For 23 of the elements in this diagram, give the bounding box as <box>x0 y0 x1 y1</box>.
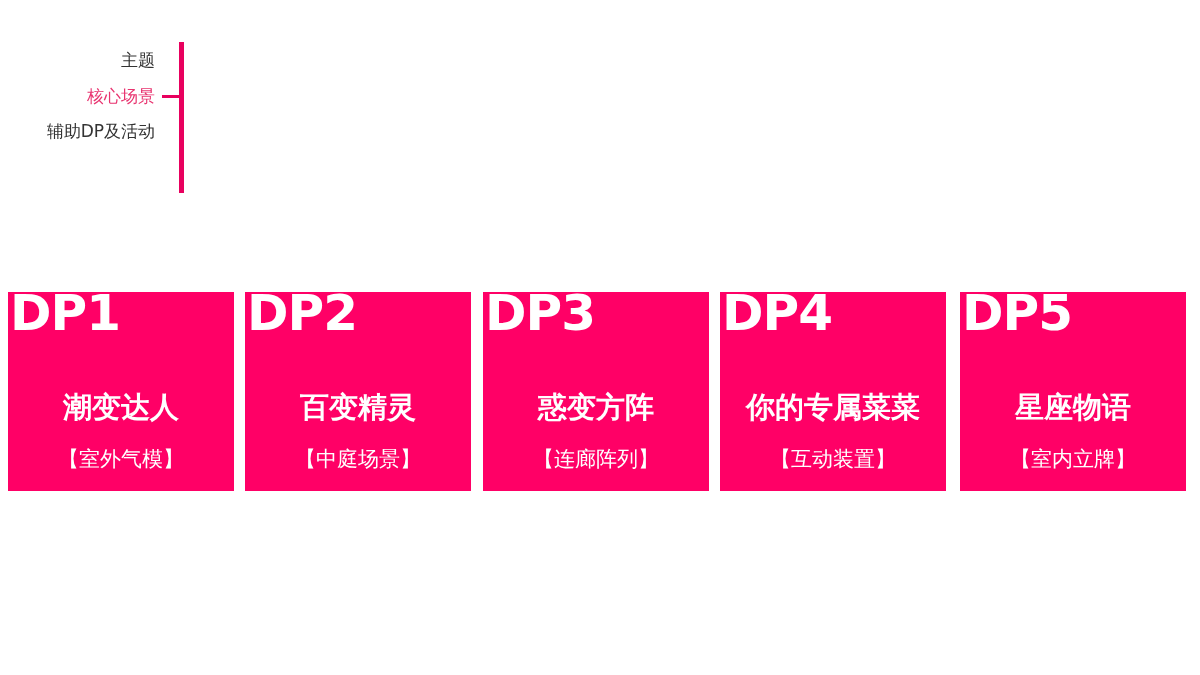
dp-number: DP4 <box>722 288 832 338</box>
dp-number: DP3 <box>485 288 595 338</box>
card-subtitle: 【室内立牌】 <box>1009 446 1137 472</box>
dp-number: DP5 <box>962 288 1072 338</box>
card-title: 百变精灵 <box>299 390 417 424</box>
card-background <box>960 292 1186 491</box>
menu-item: 辅助DP及活动 <box>46 121 155 141</box>
card-title: 潮变达人 <box>62 390 180 424</box>
card-subtitle: 【室外气模】 <box>57 446 185 472</box>
dp-number: DP1 <box>10 288 120 338</box>
card-background <box>720 292 946 491</box>
card-subtitle: 【连廊阵列】 <box>532 446 660 472</box>
card-subtitle: 【中庭场景】 <box>294 446 422 472</box>
menu-item: 核心场景 <box>87 86 155 106</box>
dp-number: DP2 <box>247 288 357 338</box>
card-title: 星座物语 <box>1014 390 1132 424</box>
menu-item: 主题 <box>121 50 155 70</box>
card-background <box>245 292 471 491</box>
card-subtitle: 【互动装置】 <box>769 446 897 472</box>
card-background <box>483 292 709 491</box>
card-background <box>8 292 234 491</box>
card-title: 惑变方阵 <box>536 390 655 424</box>
card-title: 你的专属菜菜 <box>744 390 921 424</box>
